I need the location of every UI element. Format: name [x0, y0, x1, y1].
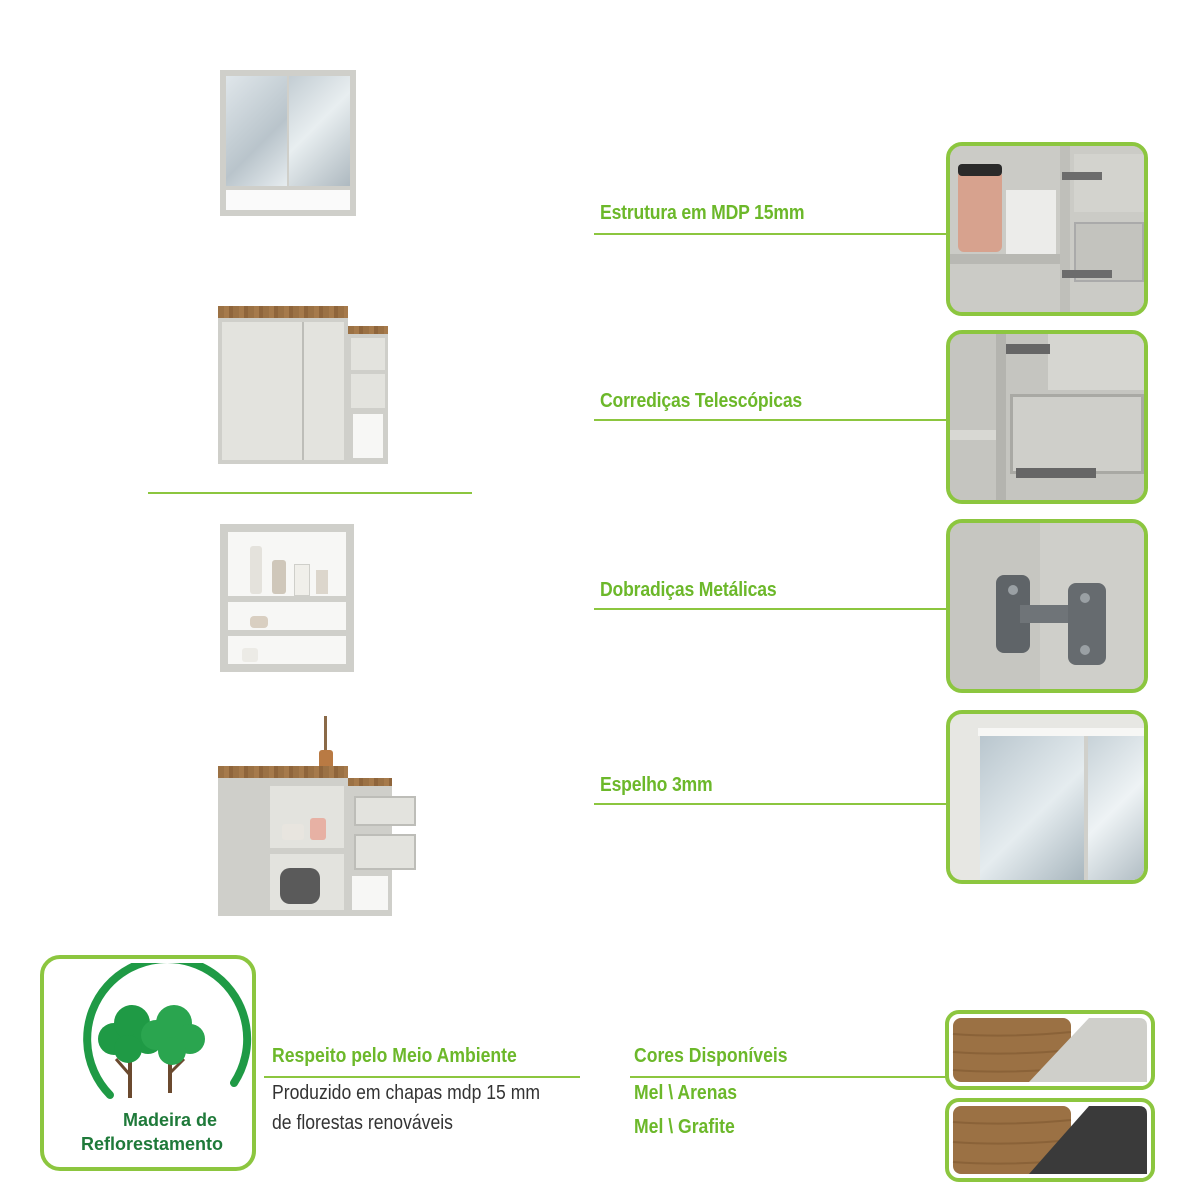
color-swatch-mel-grafite — [945, 1098, 1155, 1182]
mirror-detail-photo — [946, 710, 1148, 884]
feature-rule — [594, 608, 946, 610]
feature-rule — [594, 803, 946, 805]
reforestation-badge: Madeira de Reflorestamento — [40, 955, 256, 1171]
open-shelf-cabinet-image — [220, 524, 354, 672]
section-divider — [148, 492, 472, 494]
drawer-interior-photo — [946, 142, 1148, 316]
environment-line1: Produzido em chapas mdp 15 mm — [272, 1082, 541, 1104]
badge-line2: Reflorestamento — [80, 1134, 224, 1154]
feature-label: Corrediças Telescópicas — [600, 390, 803, 412]
vanity-open-shelves-image — [218, 716, 418, 916]
environment-line2: de florestas renováveis — [272, 1112, 453, 1134]
environment-rule — [264, 1076, 580, 1078]
telescopic-slide-photo — [946, 330, 1148, 504]
vanity-cabinet-image — [218, 306, 390, 464]
feature-label: Espelho 3mm — [600, 774, 713, 796]
mirror-cabinet-image — [220, 70, 356, 216]
colors-rule — [630, 1076, 946, 1078]
swatch-graphic — [952, 1018, 1147, 1082]
color-swatch-mel-arenas — [945, 1010, 1155, 1090]
metal-hinge-photo — [946, 519, 1148, 693]
swatch-graphic — [952, 1106, 1147, 1174]
feature-rule — [594, 233, 946, 235]
feature-label: Estrutura em MDP 15mm — [600, 202, 805, 224]
trees-icon — [83, 963, 252, 1099]
badge-line1: Madeira de — [122, 1110, 218, 1130]
color-option: Mel \ Arenas — [634, 1082, 738, 1104]
color-option: Mel \ Grafite — [634, 1116, 735, 1138]
environment-title: Respeito pelo Meio Ambiente — [272, 1045, 517, 1067]
feature-rule — [594, 419, 946, 421]
feature-label: Dobradiças Metálicas — [600, 579, 777, 601]
colors-title: Cores Disponíveis — [634, 1045, 788, 1067]
